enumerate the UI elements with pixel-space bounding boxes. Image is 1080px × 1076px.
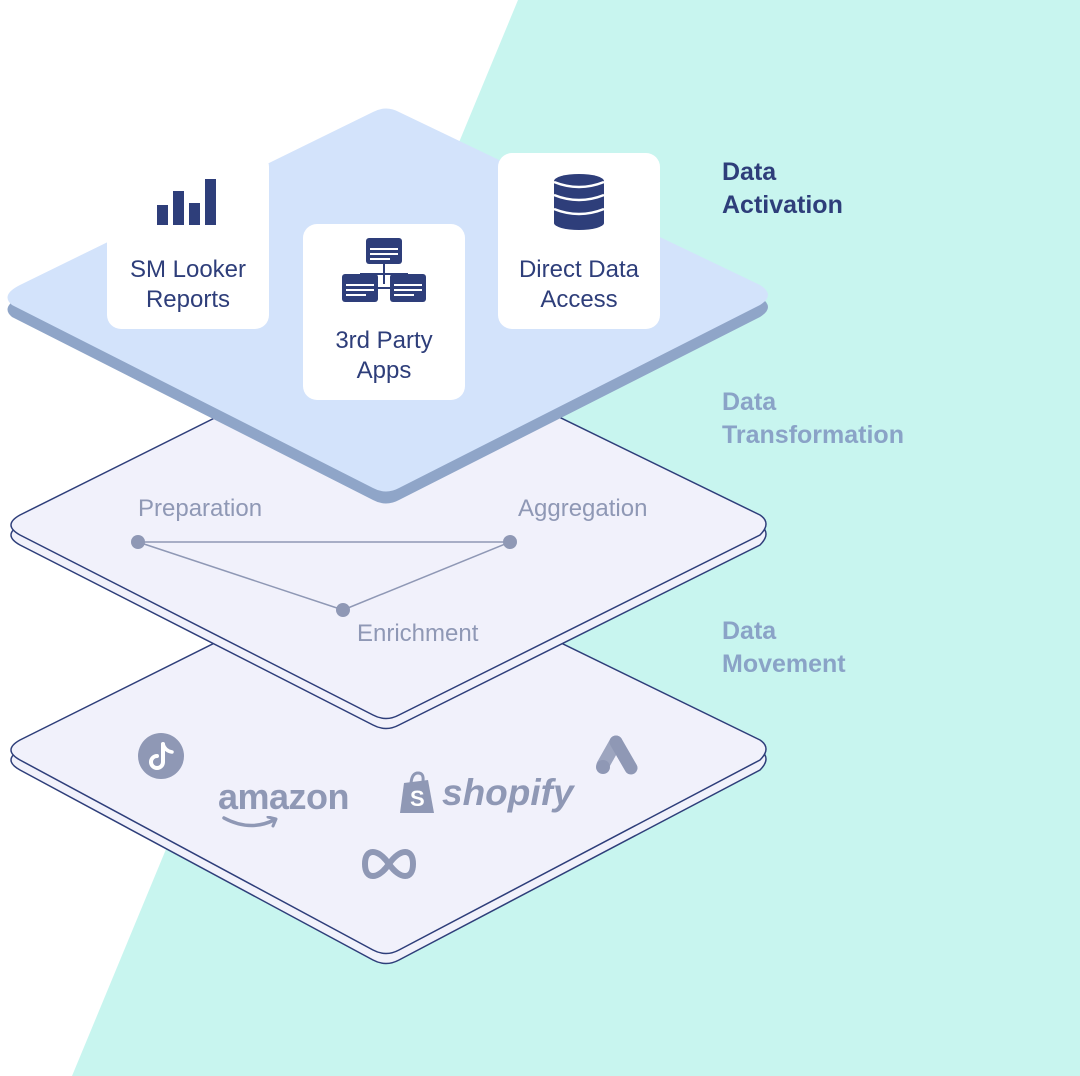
node-dot-preparation [131,535,145,549]
node-label-enrichment: Enrichment [357,620,479,647]
svg-text:S: S [410,786,425,811]
database-icon [498,173,660,235]
card-label: 3rd Party Apps [335,327,433,384]
layer-label-transformation: Data Transformation [722,388,904,449]
transformation-graph [131,535,517,617]
app-network-icon [303,236,465,302]
plane-movement [10,559,767,965]
card-direct-data-access[interactable]: Direct Data Access [498,153,660,329]
edge-agg-enrich [342,541,511,611]
node-label-preparation: Preparation [138,495,263,522]
shopify-logo: S shopify [398,770,574,816]
node-label-aggregation: Aggregation [518,495,648,522]
edge-prep-enrich [137,541,344,611]
amazon-smile-icon [222,816,278,828]
shopify-wordmark: shopify [442,772,574,813]
google-ads-logo [596,735,638,775]
card-label: Direct Data Access [518,256,640,313]
layer-label-activation: Data Activation [722,158,843,219]
amazon-wordmark: amazon [218,776,350,817]
shopify-bag-icon: S [400,771,434,813]
card-3rd-party-apps[interactable]: 3rd Party Apps [303,224,465,400]
card-sm-looker-reports[interactable]: SM Looker Reports [107,153,269,329]
node-dot-enrichment [336,603,350,617]
tiktok-logo [138,733,184,779]
amazon-logo: amazon [218,776,350,828]
layer-label-movement: Data Movement [722,617,846,678]
meta-logo [362,849,416,879]
card-label: SM Looker Reports [129,256,247,313]
node-dot-aggregation [503,535,517,549]
bar-chart-icon [107,173,269,235]
